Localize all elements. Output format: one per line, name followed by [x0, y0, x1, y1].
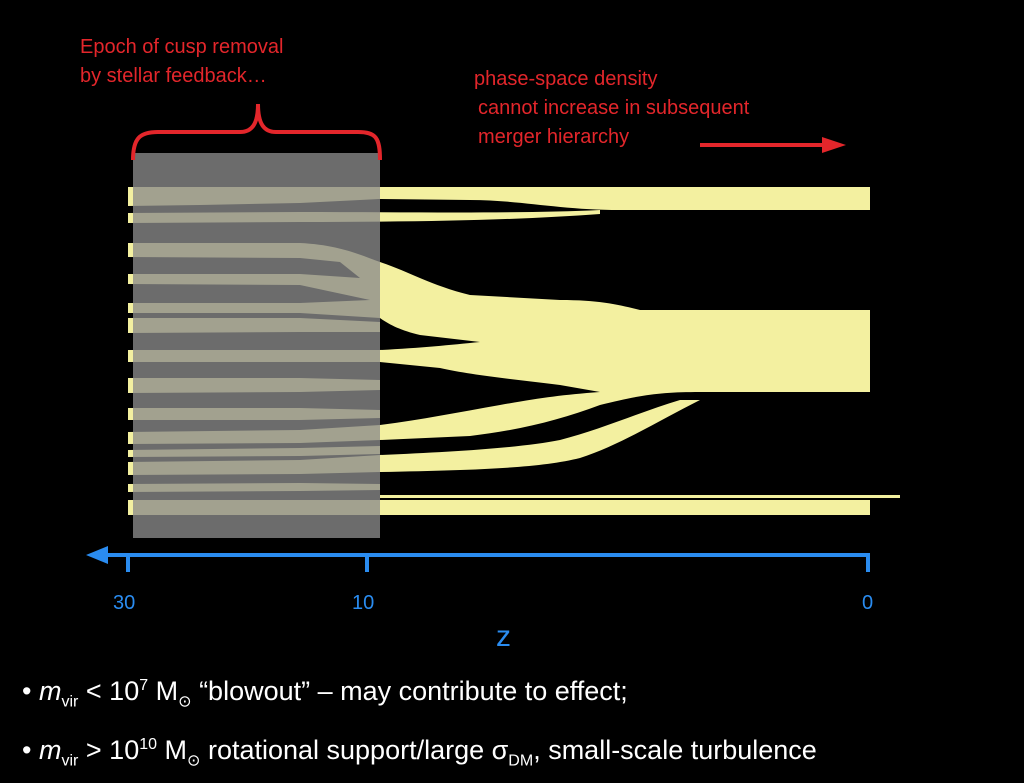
- axis-tick-label: 10: [352, 592, 375, 614]
- mass-unit: M: [155, 676, 179, 706]
- bullet-text: rotational support/large σ: [207, 735, 509, 766]
- relation-symbol: >: [85, 735, 102, 766]
- mass-base: 10: [109, 676, 140, 706]
- forward-arrow-icon: [700, 137, 846, 153]
- mass-variable: m: [38, 735, 62, 766]
- epoch-brace: [131, 103, 382, 161]
- cusp-epoch-annotation: Epoch of cusp removal by stellar feedbac…: [80, 33, 283, 91]
- mass-subscript: vir: [61, 752, 79, 770]
- phase-space-line-1: phase-space density: [474, 68, 658, 90]
- cusp-epoch-line-1: Epoch of cusp removal: [80, 36, 284, 58]
- axis-title: z: [496, 620, 511, 653]
- mass-exponent: 7: [139, 677, 149, 694]
- bullet-item: • mvir > 1010 M⊙ rotational support/larg…: [22, 735, 817, 770]
- cusp-epoch-line-2: by stellar feedback…: [80, 65, 267, 87]
- mass-variable: m: [38, 676, 62, 706]
- phase-space-line-3: merger hierarchy: [478, 126, 630, 148]
- bullet-text-end: , small-scale turbulence: [533, 735, 817, 766]
- bullet-text: “blowout” – may contribute to effect;: [199, 676, 628, 706]
- sun-symbol-icon: ⊙: [187, 752, 201, 770]
- cusp-removal-shade: [133, 153, 380, 538]
- phase-space-annotation: phase-space density cannot increase in s…: [474, 65, 749, 152]
- axis-tick-label: 0: [862, 592, 874, 614]
- mass-base: 10: [109, 735, 140, 766]
- mass-exponent: 10: [139, 736, 158, 754]
- sigma-subscript: DM: [508, 752, 534, 770]
- mass-subscript: vir: [61, 693, 79, 711]
- axis-tick-label: 30: [113, 592, 136, 614]
- mass-unit: M: [164, 735, 188, 766]
- relation-symbol: <: [85, 676, 102, 706]
- redshift-axis: [86, 546, 870, 572]
- bullet-item: • mvir < 107 M⊙ “blowout” – may contribu…: [22, 676, 628, 711]
- phase-space-line-2: cannot increase in subsequent: [478, 97, 750, 119]
- bullet-list: • mvir < 107 M⊙ “blowout” – may contribu…: [22, 664, 817, 783]
- sun-symbol-icon: ⊙: [178, 693, 192, 711]
